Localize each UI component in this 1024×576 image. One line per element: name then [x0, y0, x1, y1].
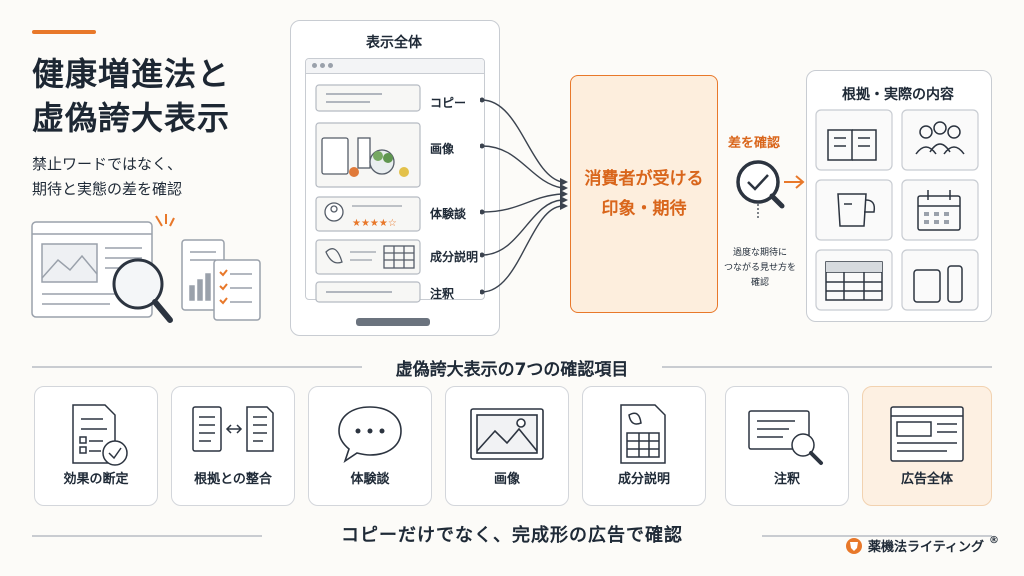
ingredient-table-icon: [620, 404, 666, 464]
footer-divider-left: [32, 535, 262, 537]
impression-line2: 印象・期待: [601, 199, 687, 219]
display-item-ingredients: 成分説明: [430, 250, 479, 264]
converging-arrows: [480, 97, 568, 295]
brand-logo: 薬機法ライティング ®: [845, 535, 999, 555]
divider-right: [662, 366, 992, 368]
document-magnifier-illustration: [31, 214, 261, 323]
document-check-icon: [72, 404, 128, 466]
impression-line1: 消費者が受ける: [584, 169, 704, 189]
card-testimonial: 体験談: [308, 386, 432, 506]
page-subtitle: 禁止ワードではなく、 期待と実態の差を確認: [32, 155, 183, 198]
display-item-annotation: 注釈: [430, 287, 455, 301]
magnifier-check-icon: [736, 160, 805, 220]
speech-bubble-icon: [338, 406, 402, 463]
card-image: 画像: [445, 386, 569, 506]
evidence-icons: [815, 109, 979, 311]
image-icon: [470, 408, 544, 460]
brand-shield-icon: [846, 537, 862, 554]
footer-message: コピーだけでなく、完成形の広告で確認: [341, 525, 683, 546]
accent-bar: [32, 30, 96, 34]
diff-label: 差を確認: [728, 136, 781, 151]
display-item-image: 画像: [430, 142, 455, 156]
display-panel-title: 表示全体: [366, 35, 422, 51]
impression-box: 消費者が受ける 印象・期待: [570, 75, 718, 313]
svg-text:★★★★☆: ★★★★☆: [352, 218, 397, 229]
card-effect-assertion: 効果の断定: [34, 386, 158, 506]
display-elements-graphics: ★★★★☆: [315, 84, 421, 303]
note-text: 過度な期待に つながる見せ方を 確認: [723, 248, 796, 288]
divider-left: [32, 366, 362, 368]
page-title: 健康増進法と 虚偽誇大表示: [32, 55, 231, 137]
display-item-testimonial: 体験談: [430, 207, 467, 221]
evidence-panel-title: 根拠・実際の内容: [842, 87, 954, 103]
card-whole-ad: 広告全体: [862, 386, 992, 506]
display-item-copy: コピー: [430, 96, 467, 110]
card-ingredients: 成分説明: [582, 386, 706, 506]
compare-documents-icon: [192, 406, 274, 452]
card-evidence-consistency: 根拠との整合: [171, 386, 295, 506]
card-annotation: 注釈: [725, 386, 849, 506]
footer-divider-right: [762, 535, 992, 537]
tablet-home-bar: [356, 318, 430, 326]
annotation-magnifier-icon: [748, 410, 823, 465]
web-page-icon: [890, 406, 964, 462]
section-title: 虚偽誇大表示の7つの確認項目: [395, 360, 629, 380]
